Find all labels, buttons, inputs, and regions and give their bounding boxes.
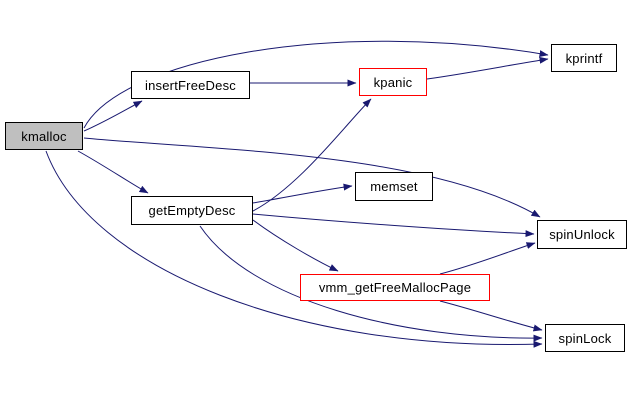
graph-edge-getEmptyDesc-to-spinUnlock	[252, 213, 535, 238]
graph-node-spinLock[interactable]: spinLock	[545, 324, 625, 352]
graph-node-memset[interactable]: memset	[355, 172, 433, 201]
graph-node-kmalloc[interactable]: kmalloc	[5, 122, 83, 150]
graph-edge-getEmptyDesc-to-spinLock	[199, 225, 543, 342]
graph-node-kpanic[interactable]: kpanic	[359, 68, 427, 96]
graph-edge-kmalloc-to-kprintf	[83, 40, 549, 129]
graph-edges	[45, 40, 549, 348]
graph-node-label: vmm_getFreeMallocPage	[318, 280, 472, 295]
graph-node-label: getEmptyDesc	[148, 203, 236, 218]
graph-edge-kmalloc-to-getEmptyDesc	[77, 150, 149, 194]
graph-edge-kpanic-to-kprintf	[426, 56, 549, 80]
graph-edge-vmm_getFreeMallocPage-to-spinUnlock	[439, 242, 536, 275]
graph-edge-getEmptyDesc-to-vmm_getFreeMallocPage	[252, 219, 339, 272]
graph-node-kprintf[interactable]: kprintf	[551, 44, 617, 72]
graph-node-label: spinUnlock	[549, 227, 615, 242]
graph-edge-vmm_getFreeMallocPage-to-spinLock	[439, 300, 543, 332]
graph-edge-kmalloc-to-insertFreeDesc	[83, 100, 143, 132]
graph-node-label: kprintf	[565, 50, 603, 66]
graph-node-label: spinLock	[558, 330, 612, 346]
graph-edge-getEmptyDesc-to-memset	[252, 183, 353, 204]
graph-edge-kmalloc-to-spinLock	[45, 150, 543, 348]
graph-node-spinUnlock[interactable]: spinUnlock	[537, 220, 627, 249]
graph-node-insertFreeDesc[interactable]: insertFreeDesc	[131, 71, 250, 99]
graph-node-vmm_getFreeMallocPage[interactable]: vmm_getFreeMallocPage	[300, 274, 490, 301]
graph-node-label: kpanic	[373, 74, 413, 90]
graph-node-label: memset	[370, 179, 418, 194]
graph-node-getEmptyDesc[interactable]: getEmptyDesc	[131, 196, 253, 225]
graph-node-label: kmalloc	[21, 128, 67, 144]
graph-node-label: insertFreeDesc	[145, 77, 236, 93]
graph-edge-getEmptyDesc-to-kpanic	[252, 98, 372, 212]
